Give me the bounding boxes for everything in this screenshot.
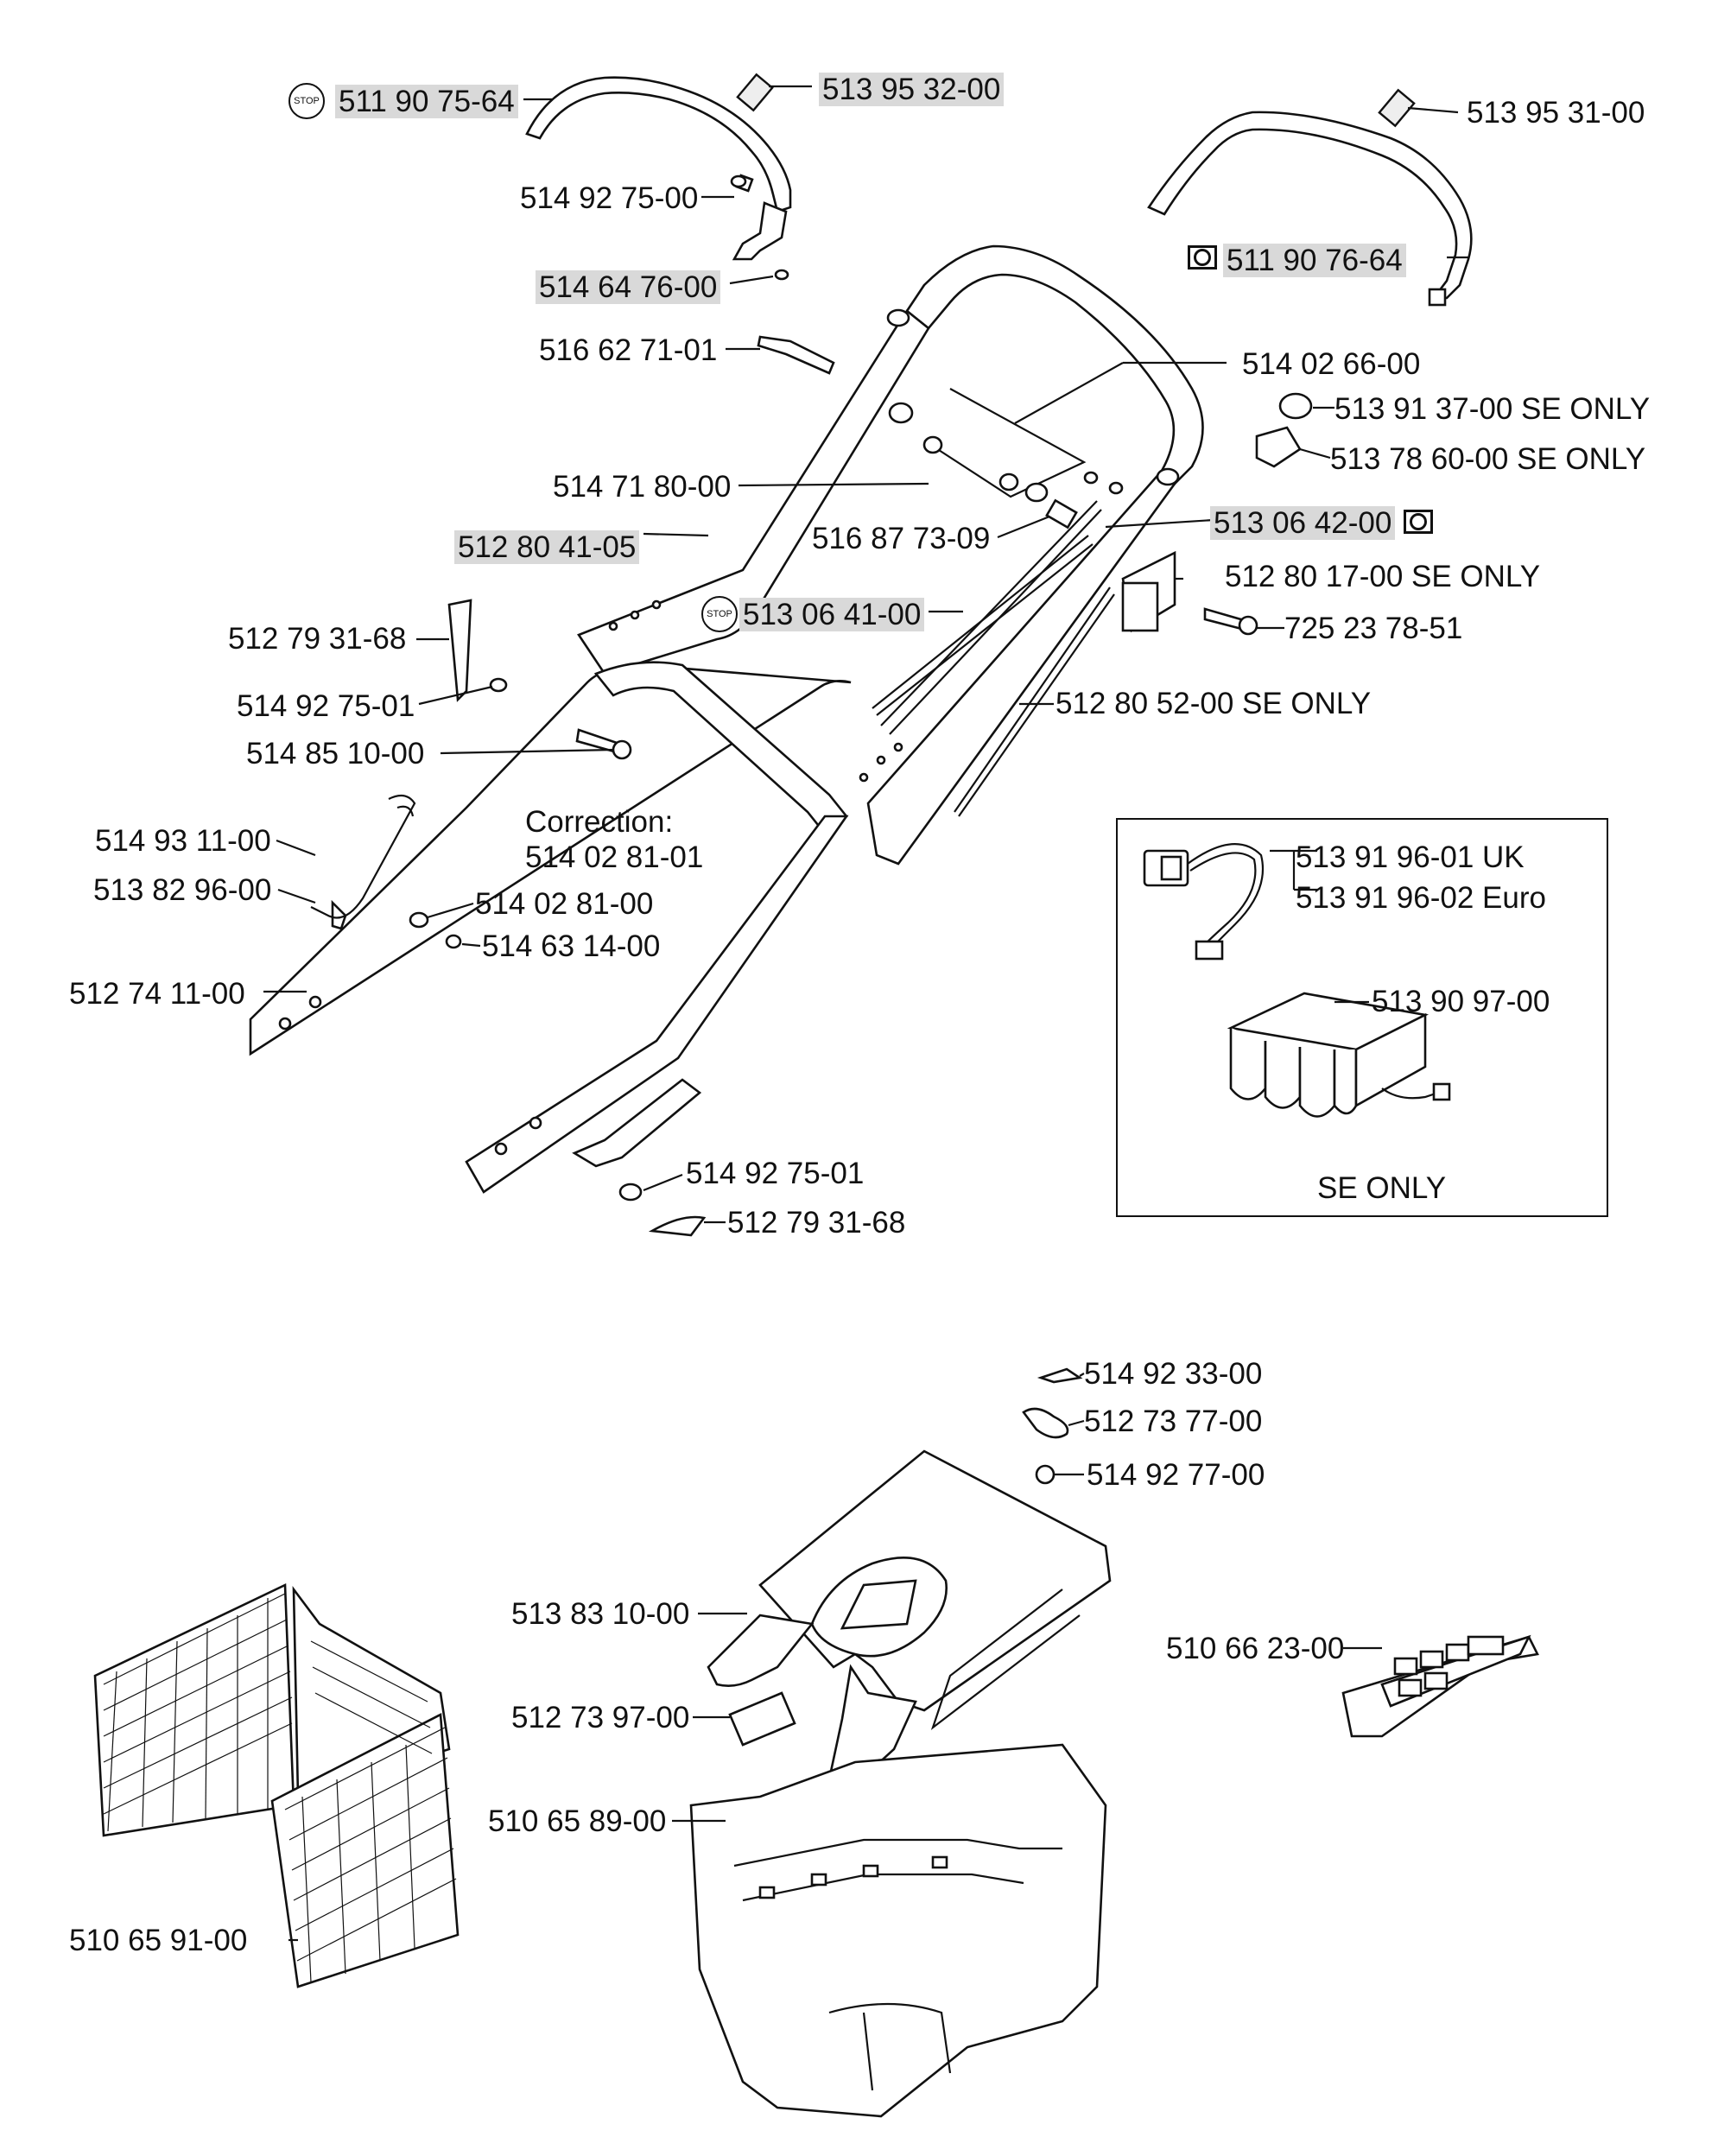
- part-label: 510 65 89-00: [488, 1804, 667, 1838]
- grip-right: [1378, 88, 1416, 128]
- part-512737700: [1022, 1407, 1069, 1439]
- part-label: 512 73 97-00: [511, 1701, 690, 1734]
- engine-icon: [1404, 510, 1433, 534]
- se-only-box: [1116, 818, 1608, 1217]
- part-label: 514 92 33-00: [1084, 1357, 1263, 1391]
- part-label: 512 79 31-68: [228, 622, 407, 656]
- stop-icon: STOP: [701, 596, 738, 632]
- part-label: 514 85 10-00: [246, 737, 425, 770]
- se-only-caption: SE ONLY: [1317, 1171, 1447, 1205]
- part-label: 512 73 77-00: [1084, 1405, 1263, 1438]
- part-label: 512 74 11-00: [69, 977, 245, 1011]
- cable-512805200: [954, 587, 1111, 813]
- part-label: 510 65 91-00: [69, 1924, 248, 1957]
- part-label: 514 92 75-00: [520, 181, 699, 215]
- part-label: 512 80 17-00 SE ONLY: [1225, 560, 1541, 593]
- part-label: 514 71 80-00: [553, 470, 732, 504]
- catcher-tub-510658900: [689, 1743, 1107, 2118]
- engine-icon: [1188, 245, 1217, 270]
- part-label: 513 83 10-00: [511, 1597, 690, 1631]
- part-label: 514 92 77-00: [1087, 1458, 1265, 1492]
- cable-513064100: [872, 535, 1089, 709]
- part-label: 510 66 23-00: [1166, 1632, 1345, 1665]
- mesh-bag-510659100: [93, 1582, 460, 1988]
- cap-513913700: [1278, 392, 1313, 420]
- correction-title: Correction:: [525, 805, 674, 839]
- part-label: 514 63 14-00: [482, 929, 661, 963]
- knob-512793168-bottom: [648, 1215, 707, 1237]
- part-label: 512 80 41-05: [454, 530, 640, 564]
- lower-handle: [249, 661, 852, 1194]
- grip-left: [736, 73, 774, 112]
- washer-514028100: [409, 911, 429, 929]
- part-514927700: [1035, 1464, 1056, 1485]
- pin-513829600: [310, 794, 416, 919]
- part-label: 513 91 37-00 SE ONLY: [1334, 392, 1651, 426]
- clip-514647600: [774, 269, 789, 281]
- washer-514927501-bottom: [618, 1183, 643, 1202]
- part-label: 514 64 76-00: [536, 270, 721, 304]
- part-label: 514 93 11-00: [95, 824, 271, 858]
- part-label: 516 87 73-09: [812, 522, 991, 555]
- part-label: 513 82 96-00: [93, 873, 272, 907]
- control-bar-left: [525, 76, 792, 261]
- bracket-514026600: [888, 388, 1124, 503]
- part-label: 512 79 31-68: [727, 1206, 906, 1240]
- part-label: 513 06 41-00: [739, 598, 925, 631]
- nut-514631400: [445, 934, 462, 949]
- battery-pack: [1227, 992, 1451, 1118]
- part-label: 513 90 97-00: [1372, 985, 1550, 1018]
- leader-lines-lower: [288, 1612, 1382, 1942]
- part-label: 511 90 76-64: [1223, 244, 1406, 277]
- part-label: 513 95 32-00: [819, 73, 1005, 106]
- part-label: 513 95 31-00: [1467, 96, 1645, 130]
- part-label: 513 06 42-00: [1210, 506, 1396, 540]
- part-label: 512 80 52-00 SE ONLY: [1056, 687, 1372, 720]
- correction-part: 514 02 81-01: [525, 840, 704, 874]
- part-label: 514 92 75-01: [686, 1157, 865, 1190]
- leader-lines: [263, 85, 1468, 1224]
- part-label: 514 92 75-01: [237, 689, 415, 723]
- control-bar-right: [1147, 111, 1473, 307]
- part-label: 513 91 96-02 Euro: [1296, 881, 1546, 915]
- part-label: 511 90 75-64: [335, 85, 518, 118]
- stop-icon: STOP: [288, 83, 325, 119]
- side-panel-510662300: [1341, 1634, 1539, 1738]
- switch-513786000: [1255, 426, 1302, 468]
- charger-cable: [1143, 843, 1317, 961]
- bolt-516627101: [757, 335, 835, 375]
- part-label: 514 02 81-00: [475, 887, 654, 921]
- part-514923300: [1037, 1367, 1083, 1384]
- knob-512793168-top: [447, 599, 472, 702]
- part-label: 514 02 66-00: [1242, 347, 1421, 381]
- nut-514927500: [730, 174, 747, 188]
- catcher-frame-513831000: [707, 1449, 1112, 1795]
- cable-513064200: [880, 500, 1098, 726]
- part-label: 725 23 78-51: [1284, 612, 1463, 645]
- part-label: 513 78 60-00 SE ONLY: [1330, 442, 1646, 476]
- link-516877309: [1045, 498, 1078, 529]
- grip-512739700: [728, 1691, 796, 1747]
- part-label: 513 91 96-01 UK: [1296, 840, 1525, 874]
- part-label: 516 62 71-01: [539, 333, 718, 367]
